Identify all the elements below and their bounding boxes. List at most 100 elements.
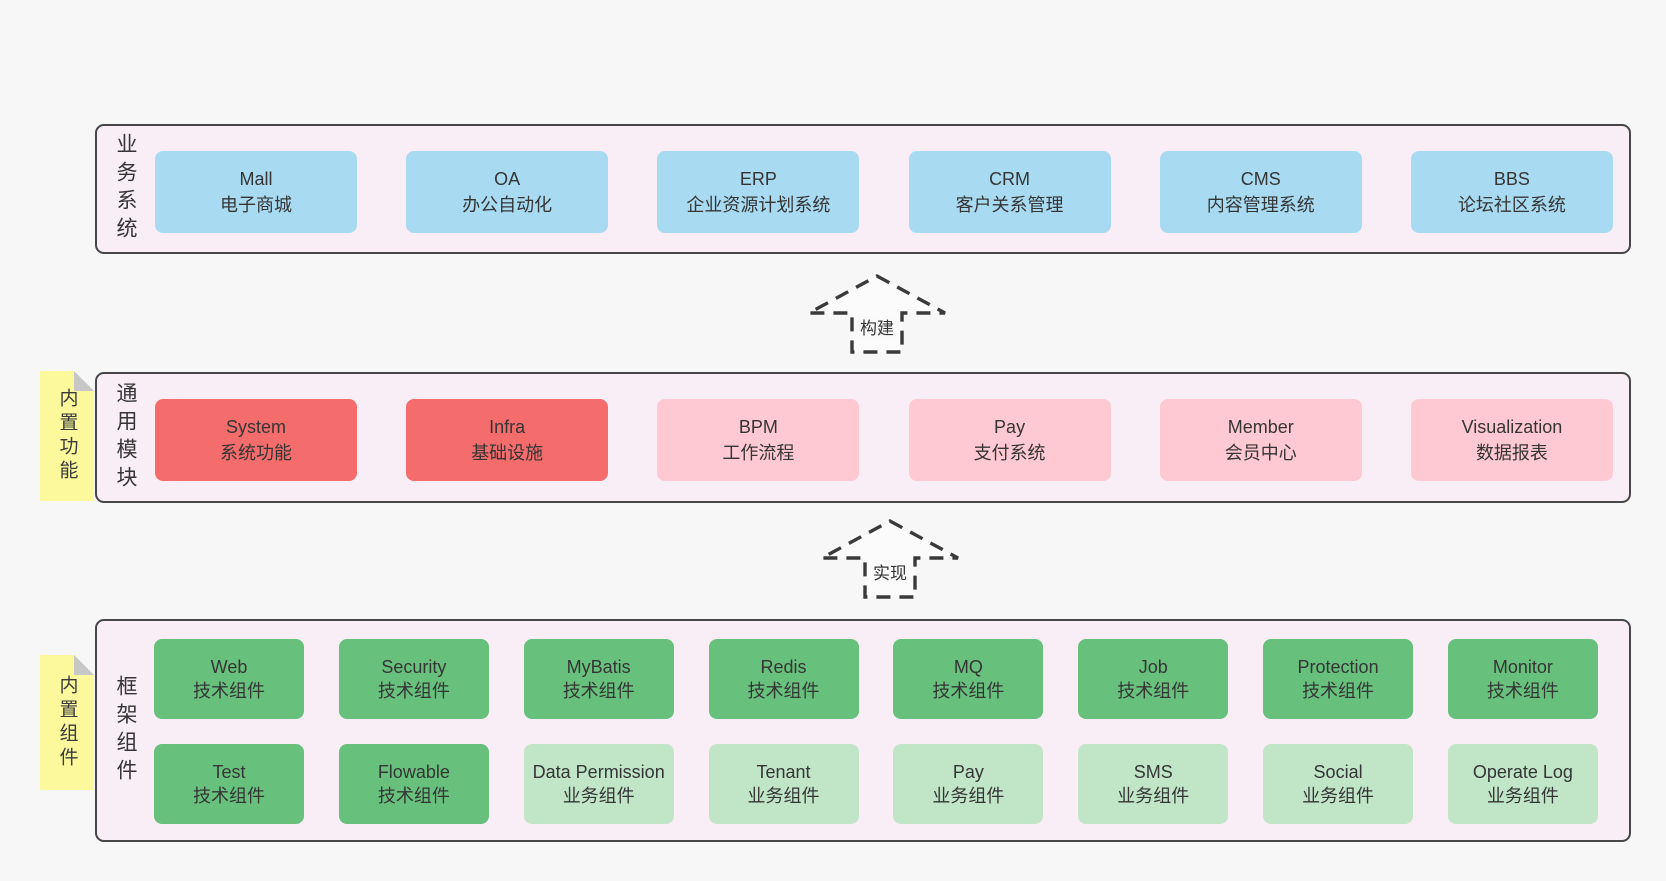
box-title: Pay — [994, 417, 1026, 437]
box-title: Pay — [952, 762, 984, 782]
box-visualization: Visualization 数据报表 — [1410, 399, 1613, 481]
box-subtitle: 电子商城 — [220, 195, 292, 215]
box-title: Web — [210, 657, 248, 677]
box-security: Security 技术组件 — [338, 639, 489, 719]
band-common-modules: 通用模块 System 系统功能 Infra 基础设施 BPM 工作流程 Pay… — [95, 372, 1631, 503]
box-subtitle: 技术组件 — [377, 681, 450, 701]
box-subtitle: 业务组件 — [1117, 786, 1190, 806]
box-title: Redis — [760, 657, 807, 677]
box-title: Monitor — [1492, 657, 1553, 677]
box-subtitle: 技术组件 — [1117, 681, 1190, 701]
box-erp: ERP 企业资源计划系统 — [657, 151, 860, 233]
box-subtitle: 企业资源计划系统 — [686, 195, 831, 215]
box-mybatis: MyBatis 技术组件 — [523, 639, 674, 719]
box-title: BBS — [1493, 169, 1530, 189]
box-title: Member — [1227, 417, 1294, 437]
note-text: 内置组件 — [56, 674, 78, 771]
box-title: MyBatis — [566, 657, 631, 677]
box-title: System — [225, 417, 286, 437]
box-test: Test 技术组件 — [154, 744, 304, 824]
box-subtitle: 业务组件 — [1302, 786, 1375, 806]
box-title: SMS — [1133, 762, 1173, 782]
box-title: Test — [212, 762, 246, 782]
box-title: Security — [381, 657, 447, 677]
box-title: CMS — [1240, 169, 1281, 189]
framework-components-row-2: Test 技术组件 Flowable 技术组件 Data Permission … — [154, 744, 1598, 824]
box-tenant: Tenant 业务组件 — [708, 744, 859, 824]
box-bpm: BPM 工作流程 — [657, 399, 860, 481]
box-subtitle: 业务组件 — [932, 786, 1005, 806]
box-subtitle: 业务组件 — [747, 786, 820, 806]
box-subtitle: 技术组件 — [1302, 681, 1375, 701]
arrow-build-label: 构建 — [858, 314, 896, 339]
box-subtitle: 系统功能 — [220, 443, 292, 463]
box-title: Job — [1138, 657, 1168, 677]
box-title: Operate Log — [1472, 762, 1573, 782]
arrow-build: 构建 — [807, 274, 947, 354]
box-subtitle: 基础设施 — [471, 443, 544, 463]
box-title: BPM — [738, 417, 778, 437]
box-redis: Redis 技术组件 — [708, 639, 859, 719]
box-title: OA — [494, 169, 521, 189]
box-mq: MQ 技术组件 — [893, 639, 1044, 719]
box-subtitle: 技术组件 — [1486, 681, 1559, 701]
business-systems-row: Mall 电子商城 OA 办公自动化 ERP 企业资源计划系统 CRM 客户关系… — [155, 151, 1613, 233]
box-subtitle: 技术组件 — [193, 786, 265, 806]
box-subtitle: 论坛社区系统 — [1457, 195, 1566, 215]
box-pay-module: Pay 支付系统 — [908, 399, 1111, 481]
band-components-label: 框架组件 — [114, 674, 137, 787]
arrow-implement: 实现 — [820, 519, 960, 599]
box-subtitle: 技术组件 — [932, 681, 1005, 701]
arrow-implement-label: 实现 — [871, 559, 909, 584]
box-subtitle: 业务组件 — [1486, 786, 1559, 806]
band-framework-components: 框架组件 Web 技术组件 Security 技术组件 MyBatis 技术组件… — [95, 619, 1631, 842]
box-monitor: Monitor 技术组件 — [1447, 639, 1598, 719]
box-subtitle: 技术组件 — [377, 786, 450, 806]
box-title: Protection — [1297, 657, 1379, 677]
box-subtitle: 技术组件 — [747, 681, 820, 701]
band-business-systems: 业务系统 Mall 电子商城 OA 办公自动化 ERP 企业资源计划系统 CRM… — [95, 124, 1631, 254]
box-pay-component: Pay 业务组件 — [893, 744, 1044, 824]
box-social: Social 业务组件 — [1263, 744, 1414, 824]
box-title: Visualization — [1461, 417, 1563, 437]
box-oa: OA 办公自动化 — [406, 151, 609, 233]
box-subtitle: 内容管理系统 — [1206, 195, 1315, 215]
box-title: Tenant — [756, 762, 811, 782]
box-flowable: Flowable 技术组件 — [338, 744, 489, 824]
note-builtin-components: 内置组件 — [40, 655, 94, 790]
box-web: Web 技术组件 — [154, 639, 304, 719]
box-bbs: BBS 论坛社区系统 — [1410, 151, 1613, 233]
box-mall: Mall 电子商城 — [155, 151, 357, 233]
framework-components-row-1: Web 技术组件 Security 技术组件 MyBatis 技术组件 Redi… — [154, 639, 1598, 719]
box-subtitle: 数据报表 — [1475, 443, 1548, 463]
box-title: Infra — [489, 417, 526, 437]
box-subtitle: 办公自动化 — [462, 195, 553, 215]
box-system: System 系统功能 — [155, 399, 357, 481]
box-cms: CMS 内容管理系统 — [1159, 151, 1362, 233]
box-crm: CRM 客户关系管理 — [908, 151, 1111, 233]
box-title: Mall — [239, 169, 273, 189]
box-subtitle: 工作流程 — [722, 443, 795, 463]
band-business-label: 业务系统 — [114, 133, 137, 245]
box-infra: Infra 基础设施 — [406, 399, 609, 481]
box-title: CRM — [989, 169, 1031, 189]
band-modules-label: 通用模块 — [114, 381, 137, 494]
box-subtitle: 支付系统 — [973, 443, 1046, 463]
box-title: ERP — [739, 169, 777, 189]
box-title: MQ — [953, 657, 983, 677]
box-subtitle: 客户关系管理 — [955, 195, 1064, 215]
box-subtitle: 技术组件 — [562, 681, 635, 701]
box-sms: SMS 业务组件 — [1078, 744, 1229, 824]
box-operate-log: Operate Log 业务组件 — [1447, 744, 1598, 824]
box-title: Data Permission — [532, 762, 665, 782]
box-member: Member 会员中心 — [1159, 399, 1362, 481]
box-subtitle: 业务组件 — [562, 786, 635, 806]
box-title: Flowable — [377, 762, 450, 782]
box-protection: Protection 技术组件 — [1263, 639, 1414, 719]
box-data-permission: Data Permission 业务组件 — [523, 744, 674, 824]
box-subtitle: 会员中心 — [1224, 443, 1297, 463]
common-modules-row: System 系统功能 Infra 基础设施 BPM 工作流程 Pay 支付系统… — [155, 399, 1613, 481]
note-text: 内置功能 — [56, 388, 78, 484]
box-subtitle: 技术组件 — [193, 681, 265, 701]
